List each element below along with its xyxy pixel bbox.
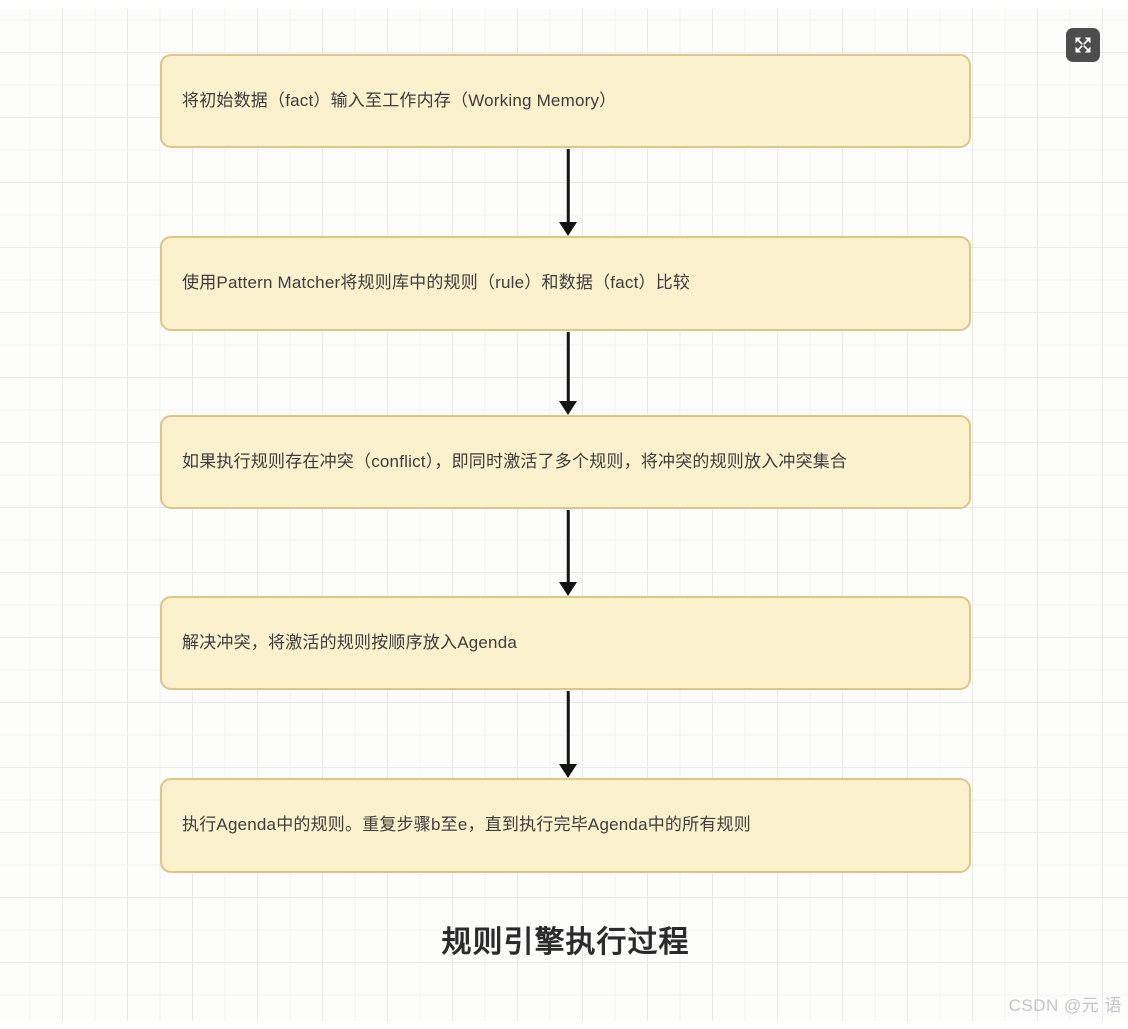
- watermark: CSDN @元 语: [1008, 996, 1122, 1015]
- flow-node-step-1: 将初始数据（fact）输入至工作内存（Working Memory）: [160, 54, 971, 148]
- arrow-down-connector: [558, 691, 578, 778]
- flow-node-label: 将初始数据（fact）输入至工作内存（Working Memory）: [182, 90, 617, 110]
- flow-node-step-5: 执行Agenda中的规则。重复步骤b至e，直到执行完毕Agenda中的所有规则: [160, 778, 971, 873]
- flow-node-step-3: 如果执行规则存在冲突（conflict），即同时激活了多个规则，将冲突的规则放入…: [160, 415, 971, 509]
- flow-node-step-4: 解决冲突，将激活的规则按顺序放入Agenda: [160, 596, 971, 690]
- flow-node-label: 使用Pattern Matcher将规则库中的规则（rule）和数据（fact）…: [182, 273, 691, 293]
- diagram-title: 规则引擎执行过程: [441, 926, 690, 959]
- flow-node-step-2: 使用Pattern Matcher将规则库中的规则（rule）和数据（fact）…: [160, 236, 971, 331]
- flow-node-label: 如果执行规则存在冲突（conflict），即同时激活了多个规则，将冲突的规则放入…: [182, 451, 848, 471]
- arrow-down-connector: [558, 510, 578, 596]
- flow-node-label: 解决冲突，将激活的规则按顺序放入Agenda: [182, 632, 518, 652]
- arrow-down-connector: [558, 332, 578, 415]
- flow-node-label: 执行Agenda中的规则。重复步骤b至e，直到执行完毕Agenda中的所有规则: [182, 815, 751, 835]
- expand-arrows-icon: [1075, 37, 1091, 53]
- fullscreen-button[interactable]: [1066, 28, 1100, 62]
- arrow-down-connector: [558, 149, 578, 236]
